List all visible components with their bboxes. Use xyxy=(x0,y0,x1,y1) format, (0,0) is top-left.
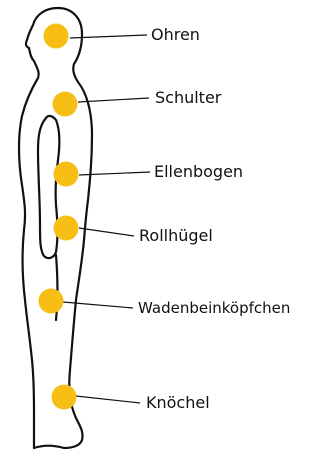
foot-outline xyxy=(34,446,64,448)
label-ears: Ohren xyxy=(151,25,200,45)
marker-ears xyxy=(44,24,69,49)
connector-fibula xyxy=(63,302,133,308)
connector-trochanter xyxy=(79,228,134,236)
label-shoulder: Schulter xyxy=(155,88,221,108)
marker-ankle xyxy=(52,385,77,410)
marker-trochanter xyxy=(54,216,79,241)
marker-fibula-head xyxy=(39,289,64,314)
marker-shoulder xyxy=(53,92,78,117)
label-ankle: Knöchel xyxy=(146,393,210,413)
label-fibula-head: Wadenbeinköpfchen xyxy=(138,298,290,318)
arm-outline xyxy=(38,116,59,258)
connector-ankle xyxy=(76,396,140,403)
body-outline-back xyxy=(19,8,58,448)
label-elbow: Ellenbogen xyxy=(154,162,243,182)
marker-elbow xyxy=(54,162,79,187)
connector-shoulder xyxy=(78,98,149,102)
label-trochanter: Rollhügel xyxy=(139,226,213,246)
